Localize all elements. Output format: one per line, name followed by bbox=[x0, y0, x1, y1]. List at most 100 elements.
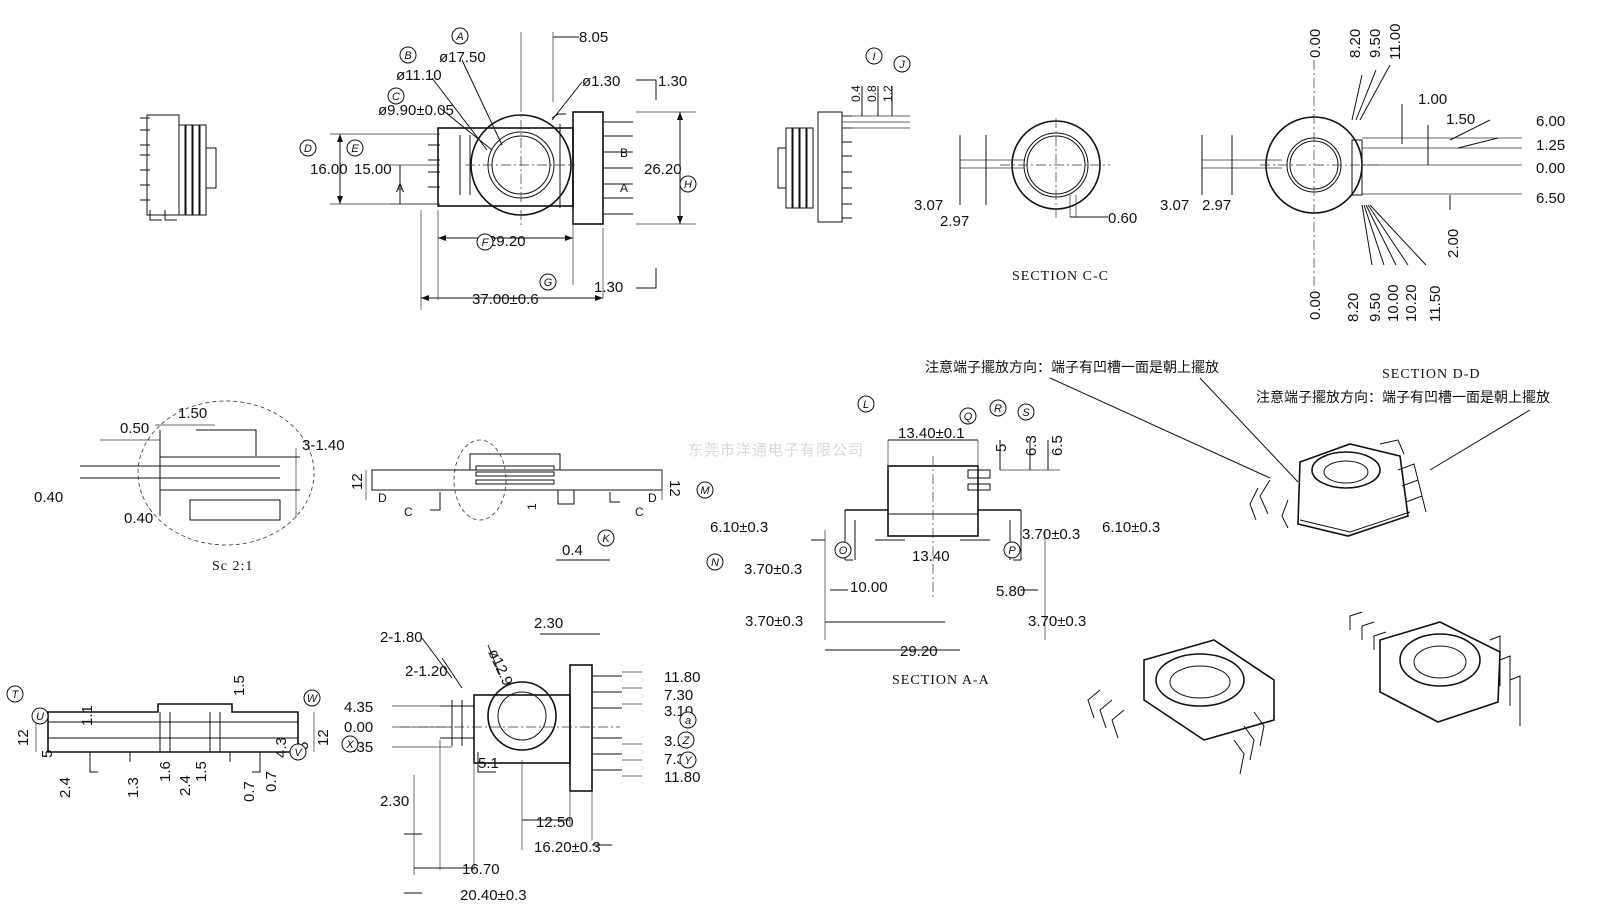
bv-dim-2-30-top: 2.30 bbox=[534, 615, 563, 632]
balloon-J bbox=[893, 55, 911, 73]
balloon-H bbox=[679, 175, 697, 193]
balloon-label-D: D bbox=[304, 143, 312, 155]
balloon-X bbox=[341, 735, 359, 753]
balloon-I bbox=[865, 47, 883, 65]
dim-phi9-90: ø9.90±0.05 bbox=[378, 102, 454, 119]
balloon-label-J: J bbox=[898, 59, 905, 71]
dd-dim-2-00: 2.00 bbox=[1445, 229, 1462, 258]
aa-dim-29-20: 29.20 bbox=[900, 643, 938, 660]
balloon-L bbox=[857, 395, 875, 413]
section-dd: 0.00 8.20 9.50 11.00 1.00 1.50 6.00 1.25… bbox=[1160, 24, 1565, 382]
dd-dim-9-50-bot: 9.50 bbox=[1367, 293, 1384, 322]
balloon-label-X: X bbox=[345, 739, 354, 751]
dim-0-4: 0.4 bbox=[849, 85, 863, 102]
bv-dim-16-20: 16.20±0.3 bbox=[534, 839, 601, 856]
bsv-dim-4-3: 4.3 bbox=[273, 737, 290, 758]
balloon-label-P: P bbox=[1008, 545, 1016, 557]
section-dd-title: SECTION D-D bbox=[1382, 367, 1481, 382]
front-dim-0-4: 0.4 bbox=[562, 542, 583, 559]
bsv-dim-12-right: 12 bbox=[315, 729, 332, 746]
dd-dim-3-07: 3.07 bbox=[1160, 197, 1189, 214]
bv-dim-7-30-a: 7.30 bbox=[664, 687, 693, 704]
front-dim-1: 1 bbox=[525, 503, 539, 510]
bv-dim-2-1-20: 2-1.20 bbox=[405, 663, 448, 680]
aa-dim-13-40-top: 13.40±0.1 bbox=[898, 425, 965, 442]
detail-view: 0.50 1.50 3-1.40 0.40 0.40 Sc 2:1 bbox=[34, 400, 345, 574]
balloon-C bbox=[387, 87, 405, 105]
bsv-dim-1-6: 1.6 bbox=[157, 761, 174, 782]
bottom-side-view: 1.5 1.1 12 5 12 5 4.3 2.4 1.3 1.6 2.4 1.… bbox=[15, 675, 332, 802]
bv-dim-5-1: 5.1 bbox=[478, 755, 499, 772]
dd-dim-6-50: 6.50 bbox=[1536, 190, 1565, 207]
balloon-F bbox=[476, 233, 494, 251]
bv-dim-0-00: 0.00 bbox=[344, 719, 373, 736]
aa-dim-13-40: 13.40 bbox=[912, 548, 950, 565]
section-cc: 3.07 2.97 0.60 SECTION C-C bbox=[914, 118, 1137, 284]
balloon-K bbox=[597, 529, 615, 547]
dd-dim-0-00-right: 0.00 bbox=[1536, 160, 1565, 177]
balloon-N bbox=[706, 553, 724, 571]
detail-dim-0-50: 0.50 bbox=[120, 420, 149, 437]
balloon-label-F: F bbox=[482, 237, 490, 249]
cut-d-right: D bbox=[648, 491, 657, 505]
cut-b-right: B bbox=[620, 146, 628, 160]
detail-dim-3-1-40: 3-1.40 bbox=[302, 437, 345, 454]
aa-dim-6-3: 6.3 bbox=[1023, 435, 1040, 456]
balloon-label-R: R bbox=[994, 403, 1002, 415]
cut-c-left: C bbox=[404, 505, 413, 519]
bottom-view: 2.30 2-1.80 ø12.9 2-1.20 4.35 0.00 4.35 … bbox=[344, 615, 700, 904]
dd-dim-11-00-top: 11.00 bbox=[1387, 24, 1404, 60]
cut-a-left: A bbox=[396, 181, 404, 195]
dd-dim-6-00: 6.00 bbox=[1536, 113, 1565, 130]
balloon-B bbox=[399, 46, 417, 64]
bv-dim-4-35-a: 4.35 bbox=[344, 699, 373, 716]
balloon-label-O: O bbox=[839, 545, 848, 557]
aa-dim-5-80: 5.80 bbox=[996, 583, 1025, 600]
bsv-dim-1-1: 1.1 bbox=[79, 705, 96, 726]
dim-1-2: 1.2 bbox=[881, 85, 895, 102]
dd-dim-1-25: 1.25 bbox=[1536, 137, 1565, 154]
bv-dim-16-70: 16.70 bbox=[462, 861, 500, 878]
balloon-V bbox=[289, 743, 307, 761]
dd-dim-2-97: 2.97 bbox=[1202, 197, 1231, 214]
detail-dim-0-40-a: 0.40 bbox=[34, 489, 63, 506]
balloon-M bbox=[696, 481, 714, 499]
side-view-right: 0.4 0.8 1.2 bbox=[777, 85, 910, 223]
dd-dim-10-00-bot: 10.00 bbox=[1385, 284, 1402, 322]
dim-phi1-30: ø1.30 bbox=[582, 73, 620, 90]
bsv-dim-1-5-b: 1.5 bbox=[193, 761, 210, 782]
aa-dim-3-70-right1: 3.70±0.3 bbox=[1022, 526, 1080, 543]
dim-phi11-10: ø11.10 bbox=[396, 67, 442, 84]
bsv-dim-0-7-b: 0.7 bbox=[263, 771, 280, 792]
dim-16-00: 16.00 bbox=[310, 161, 348, 178]
balloon-R bbox=[989, 399, 1007, 417]
dim-1-30-top: 1.30 bbox=[658, 73, 687, 90]
balloon-label-H: H bbox=[684, 179, 692, 191]
balloon-Z bbox=[677, 731, 695, 749]
balloon-label-M: M bbox=[700, 485, 710, 497]
balloon-P bbox=[1003, 541, 1021, 559]
dd-dim-10-20-bot: 10.20 bbox=[1403, 284, 1420, 322]
note-leaders bbox=[1049, 377, 1531, 483]
bsv-dim-1-3: 1.3 bbox=[125, 777, 142, 798]
balloon-label-a: a bbox=[685, 715, 691, 727]
section-aa: 13.40±0.1 5 6.3 6.5 6.10±0.3 3.70±0.3 6.… bbox=[710, 425, 1160, 688]
aa-dim-3-70-left2: 3.70±0.3 bbox=[745, 613, 803, 630]
aa-dim-6-5: 6.5 bbox=[1049, 435, 1066, 456]
balloon-label-W: W bbox=[307, 693, 319, 705]
balloon-label-T: T bbox=[12, 689, 20, 701]
watermark: 东莞市洋通电子有限公司 bbox=[688, 442, 864, 459]
dim-15-00: 15.00 bbox=[354, 161, 392, 178]
scale-label: Sc 2:1 bbox=[212, 559, 253, 574]
side-view-left bbox=[140, 114, 217, 221]
balloon-label-V: V bbox=[294, 747, 303, 759]
front-dim-12-right: 12 bbox=[666, 480, 683, 497]
aa-dim-5: 5 bbox=[993, 444, 1010, 452]
balloon-a bbox=[679, 711, 697, 729]
cut-c-right: C bbox=[635, 505, 644, 519]
bsv-dim-5-left: 5 bbox=[39, 750, 56, 758]
balloon-label-I: I bbox=[872, 51, 875, 63]
bsv-dim-0-7-a: 0.7 bbox=[241, 781, 258, 802]
